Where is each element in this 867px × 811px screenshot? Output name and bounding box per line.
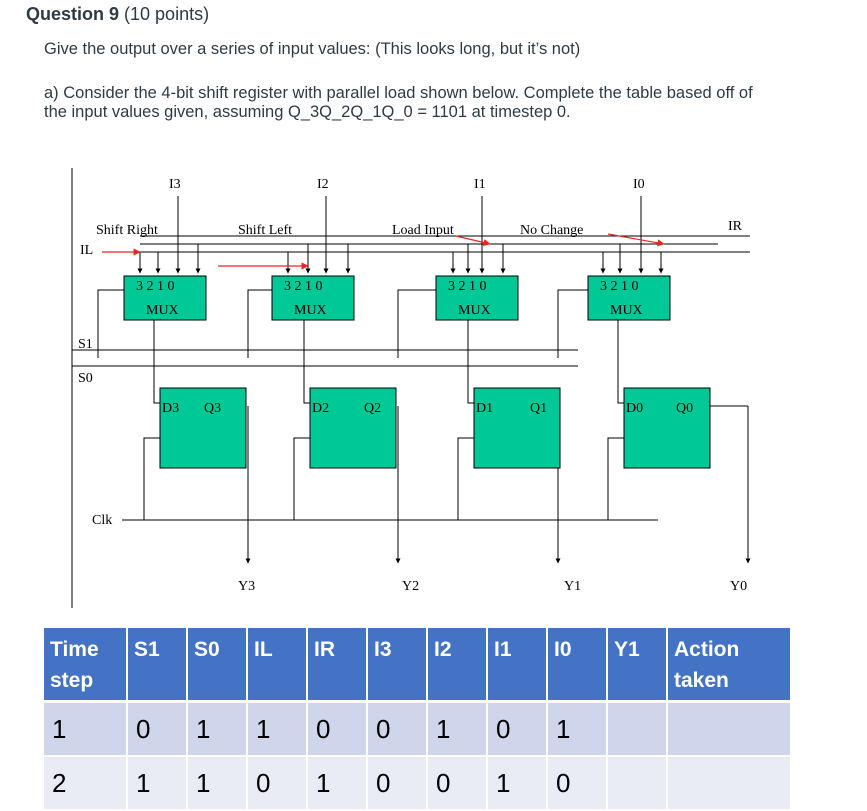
mux-1 — [435, 275, 519, 321]
ff2-d: D2 — [312, 401, 329, 416]
label-clk: Clk — [92, 513, 112, 528]
mux-2-label: MUX — [294, 303, 327, 318]
flipflop-1 — [473, 387, 561, 469]
col-y1: Y1 — [607, 628, 668, 703]
col-time-step: Time step — [44, 628, 128, 703]
cell-s0: 1 — [187, 701, 248, 757]
table-row: 2 1 1 0 1 0 0 1 0 — [44, 756, 792, 811]
label-no-change: No Change — [520, 223, 583, 238]
label-s0: S0 — [78, 371, 93, 386]
label-y3: Y3 — [238, 579, 255, 594]
label-y1: Y1 — [564, 579, 581, 594]
mux-2 — [271, 275, 355, 321]
mux-3-label: MUX — [146, 303, 179, 318]
answer-table: Time step S1 S0 IL IR I3 I2 I1 I0 Y1 Act… — [44, 628, 792, 811]
mux-3-pins: 3 2 1 0 — [136, 279, 175, 294]
cell-i0: 0 — [547, 756, 608, 811]
ff3-q: Q3 — [204, 401, 221, 416]
ff1-q: Q1 — [530, 401, 547, 416]
col-s0: S0 — [187, 628, 248, 703]
mux-0 — [587, 275, 671, 321]
cell-i3: 0 — [367, 756, 428, 811]
flipflop-2 — [309, 387, 397, 469]
label-load-input: Load Input — [392, 223, 454, 238]
question-points: (10 points) — [124, 4, 210, 24]
shift-register-diagram: I3 I2 I1 I0 Shift Right Shift Left Load … — [58, 168, 778, 613]
question-header: Question 9 (10 points) — [26, 4, 209, 25]
cell-i1: 1 — [487, 756, 548, 811]
mux-3 — [123, 275, 207, 321]
table-row: 1 0 1 1 0 0 1 0 1 — [44, 701, 792, 757]
cell-time: 1 — [44, 701, 128, 757]
cell-il: 1 — [247, 701, 308, 757]
cell-action-input[interactable] — [667, 701, 792, 757]
col-i2: I2 — [427, 628, 488, 703]
cell-s1: 0 — [127, 701, 188, 757]
mux-1-label: MUX — [458, 303, 491, 318]
col-il: IL — [247, 628, 308, 703]
col-i3: I3 — [367, 628, 428, 703]
label-ir: IR — [728, 219, 743, 234]
mux-1-pins: 3 2 1 0 — [448, 279, 487, 294]
table-header-row: Time step S1 S0 IL IR I3 I2 I1 I0 Y1 Act… — [44, 628, 792, 703]
cell-ir: 1 — [307, 756, 368, 811]
label-y2: Y2 — [402, 579, 419, 594]
mux-0-pins: 3 2 1 0 — [600, 279, 639, 294]
cell-i3: 0 — [367, 701, 428, 757]
ff0-q: Q0 — [676, 401, 693, 416]
question-prompt: Give the output over a series of input v… — [44, 40, 581, 58]
label-y0: Y0 — [730, 579, 747, 594]
label-shift-right: Shift Right — [96, 223, 158, 238]
cell-y1-input[interactable] — [607, 756, 668, 811]
cell-i1: 0 — [487, 701, 548, 757]
cell-i2: 1 — [427, 701, 488, 757]
ff2-q: Q2 — [364, 401, 381, 416]
label-i0: I0 — [633, 177, 645, 192]
label-i1: I1 — [474, 177, 486, 192]
label-il: IL — [80, 243, 93, 258]
cell-y1-input[interactable] — [607, 701, 668, 757]
question-title: Question 9 — [26, 4, 120, 24]
col-i1: I1 — [487, 628, 548, 703]
cell-time: 2 — [44, 756, 128, 811]
cell-il: 0 — [247, 756, 308, 811]
ff1-d: D1 — [476, 401, 493, 416]
col-i0: I0 — [547, 628, 608, 703]
cell-i2: 0 — [427, 756, 488, 811]
flipflop-0 — [623, 387, 711, 469]
mux-0-label: MUX — [610, 303, 643, 318]
cell-action-input[interactable] — [667, 756, 792, 811]
ff0-d: D0 — [626, 401, 643, 416]
label-s1: S1 — [78, 337, 93, 352]
mux-2-pins: 3 2 1 0 — [284, 279, 323, 294]
label-i3: I3 — [169, 177, 181, 192]
ff3-d: D3 — [162, 401, 179, 416]
part-a-text: a) Consider the 4-bit shift register wit… — [44, 84, 753, 121]
cell-s1: 1 — [127, 756, 188, 811]
col-action-taken: Action taken — [667, 628, 792, 703]
flipflop-3 — [159, 387, 247, 469]
label-i2: I2 — [317, 177, 329, 192]
circuit-svg: I3 I2 I1 I0 Shift Right Shift Left Load … — [71, 168, 751, 608]
label-shift-left: Shift Left — [238, 223, 292, 238]
cell-i0: 1 — [547, 701, 608, 757]
cell-s0: 1 — [187, 756, 248, 811]
col-ir: IR — [307, 628, 368, 703]
col-s1: S1 — [127, 628, 188, 703]
cell-ir: 0 — [307, 701, 368, 757]
